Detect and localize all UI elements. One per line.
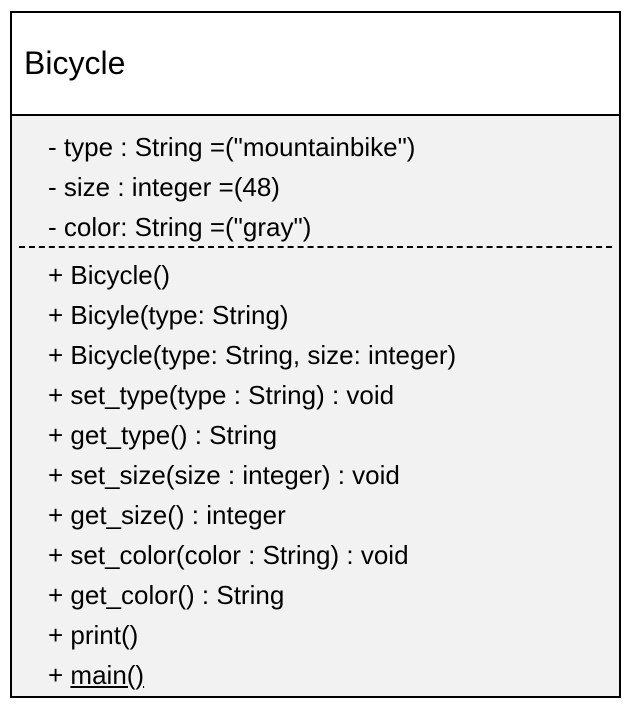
operation-get-type: + get_type() : String bbox=[48, 420, 278, 450]
attribute-color: - color: String =("gray") bbox=[48, 212, 312, 242]
operation-constructor-default: + Bicycle() bbox=[48, 260, 171, 290]
operation-set-size: + set_size(size : integer) : void bbox=[48, 460, 400, 490]
attributes-compartment: - type : String =("mountainbike") - size… bbox=[48, 127, 415, 247]
class-name: Bicycle bbox=[24, 45, 126, 81]
operation-get-size: + get_size() : integer bbox=[48, 500, 286, 530]
operation-set-type: + set_type(type : String) : void bbox=[48, 380, 395, 410]
attribute-size: - size : integer =(48) bbox=[48, 172, 280, 202]
operation-print: + print() bbox=[48, 620, 139, 650]
compartment-divider bbox=[19, 246, 612, 248]
uml-class-box: Bicycle - type : String =("mountainbike"… bbox=[10, 11, 621, 698]
attribute-type: - type : String =("mountainbike") bbox=[48, 132, 416, 162]
operations-compartment: + Bicycle() + Bicyle(type: String) + Bic… bbox=[48, 255, 456, 695]
operation-constructor-type-size: + Bicycle(type: String, size: integer) bbox=[48, 340, 457, 370]
operation-get-color: + get_color() : String bbox=[48, 580, 285, 610]
class-header: Bicycle bbox=[12, 13, 619, 116]
operation-constructor-type: + Bicyle(type: String) bbox=[48, 300, 289, 330]
operation-main-prefix: + bbox=[48, 660, 71, 690]
operation-set-color: + set_color(color : String) : void bbox=[48, 540, 409, 570]
operation-main-name: main() bbox=[70, 660, 145, 690]
operation-main: + main() bbox=[48, 655, 456, 695]
